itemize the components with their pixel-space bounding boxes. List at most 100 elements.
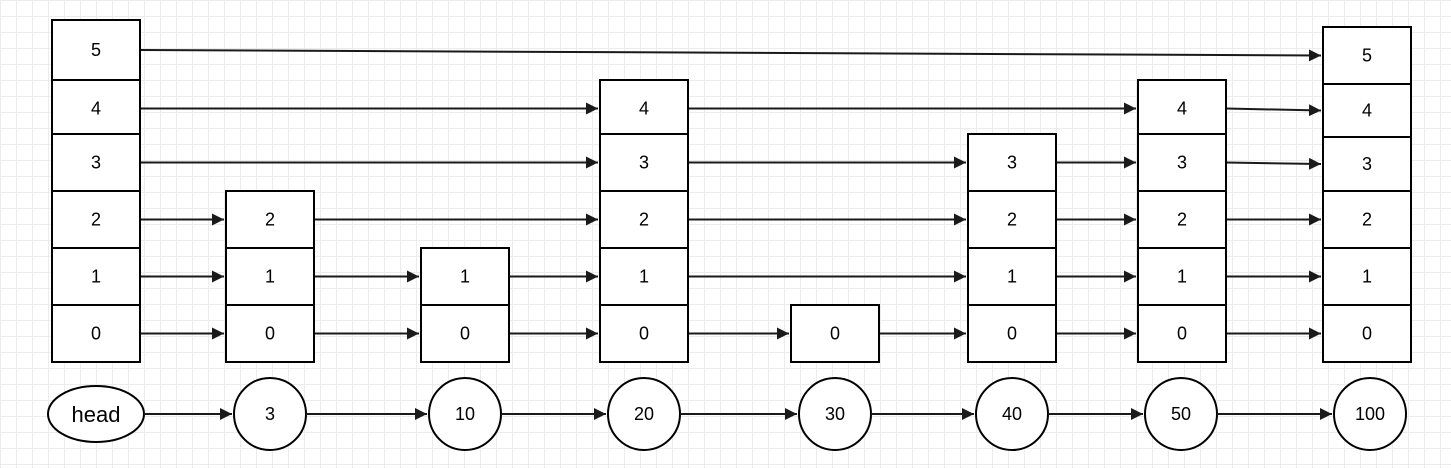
- level-tower: 0: [790, 304, 880, 363]
- level-label: 3: [1362, 154, 1372, 174]
- level-label: 1: [265, 267, 275, 287]
- level-label: 1: [639, 267, 649, 287]
- level-cell: 1: [225, 247, 315, 306]
- level-cell: 3: [967, 133, 1057, 192]
- level-cell-box: [790, 304, 880, 363]
- level-cell-box: [599, 79, 689, 138]
- level-label: 2: [265, 210, 275, 230]
- level-cell: 2: [1137, 190, 1227, 249]
- pointer-arrow: [1225, 104, 1322, 117]
- level-label: 5: [1362, 46, 1372, 66]
- level-cell: 2: [225, 190, 315, 249]
- level-cell-box: [51, 304, 141, 363]
- node-circle: [1333, 377, 1407, 451]
- level-cell-box: [51, 79, 141, 138]
- level-label: 0: [1007, 324, 1017, 344]
- level-cell-box: [599, 190, 689, 249]
- node-label: 40: [1002, 404, 1022, 424]
- value-node: 10: [428, 377, 502, 451]
- level-label: 0: [460, 324, 470, 344]
- level-tower: 5 4 3 2 1 0: [1322, 26, 1412, 363]
- level-tower: 4 3 2 1 0: [1137, 79, 1227, 363]
- level-cell: 4: [599, 79, 689, 138]
- value-node: 50: [1144, 377, 1218, 451]
- level-label: 2: [639, 210, 649, 230]
- level-label: 3: [1007, 153, 1017, 173]
- level-cell: 2: [51, 190, 141, 249]
- level-cell: 3: [51, 133, 141, 192]
- level-cell: 0: [967, 304, 1057, 363]
- level-label: 4: [91, 99, 101, 119]
- value-node: 40: [975, 377, 1049, 451]
- level-tower: 4 3 2 1 0: [599, 79, 689, 363]
- pointer-arrows: [139, 49, 1322, 340]
- level-cell: 1: [599, 247, 689, 306]
- level-label: 1: [1007, 267, 1017, 287]
- level-cell-box: [1137, 247, 1227, 306]
- level-cell-box: [1137, 190, 1227, 249]
- level-label: 3: [91, 153, 101, 173]
- level-cell: 3: [1137, 133, 1227, 192]
- node-label: 3: [265, 404, 275, 424]
- level-cell-box: [1137, 304, 1227, 363]
- level-cell: 4: [1137, 79, 1227, 138]
- level-tower: 10: [420, 247, 510, 363]
- node-label: 50: [1171, 404, 1191, 424]
- node-label: 10: [455, 404, 475, 424]
- level-label: 3: [1177, 153, 1187, 173]
- level-cell-box: [1137, 79, 1227, 138]
- level-cell-box: [599, 304, 689, 363]
- level-cell: 4: [51, 79, 141, 138]
- level-cell-box: [599, 133, 689, 192]
- pointer-arrow: [139, 49, 1322, 62]
- level-label: 3: [639, 153, 649, 173]
- level-cell: 2: [599, 190, 689, 249]
- level-label: 0: [639, 324, 649, 344]
- value-node: 3: [233, 377, 307, 451]
- level-cell: 1: [967, 247, 1057, 306]
- node-label: 100: [1355, 404, 1385, 424]
- level-label: 2: [1177, 210, 1187, 230]
- level-label: 4: [639, 99, 649, 119]
- level-cell-box: [420, 247, 510, 306]
- level-label: 0: [1177, 324, 1187, 344]
- level-label: 0: [265, 324, 275, 344]
- level-cell-box: [1322, 26, 1412, 85]
- level-cell: 1: [1137, 247, 1227, 306]
- level-cell-box: [420, 304, 510, 363]
- level-label: 2: [1362, 210, 1372, 230]
- level-tower: 2 1 0: [225, 190, 315, 363]
- level-cell: 2: [1322, 190, 1412, 249]
- level-cell: 0: [1322, 304, 1412, 363]
- level-label: 0: [830, 324, 840, 344]
- level-cell-box: [967, 133, 1057, 192]
- level-cell-box: [1137, 133, 1227, 192]
- level-cell: 3: [599, 133, 689, 192]
- level-cell: 0: [790, 304, 880, 363]
- level-cell: 5: [1322, 26, 1412, 85]
- level-label: 0: [91, 324, 101, 344]
- level-label: 0: [1362, 324, 1372, 344]
- level-cell-box: [1322, 304, 1412, 363]
- level-tower: 3 2 1 0: [967, 133, 1057, 363]
- level-cell: 1: [51, 247, 141, 306]
- node-label: 20: [634, 404, 654, 424]
- level-cell: 4: [1322, 83, 1412, 138]
- level-cell-box: [599, 247, 689, 306]
- node-label: 30: [825, 404, 845, 424]
- level-label: 1: [460, 267, 470, 287]
- level-cell-box: [967, 247, 1057, 306]
- level-cell: 2: [967, 190, 1057, 249]
- level-cell: 0: [599, 304, 689, 363]
- level-cell-box: [51, 247, 141, 306]
- level-cell-box: [225, 304, 315, 363]
- level-cell: 0: [420, 304, 510, 363]
- level-cell: 1: [1322, 247, 1412, 306]
- level-label: 4: [1177, 99, 1187, 119]
- level-cell-box: [51, 190, 141, 249]
- level-label: 1: [1177, 267, 1187, 287]
